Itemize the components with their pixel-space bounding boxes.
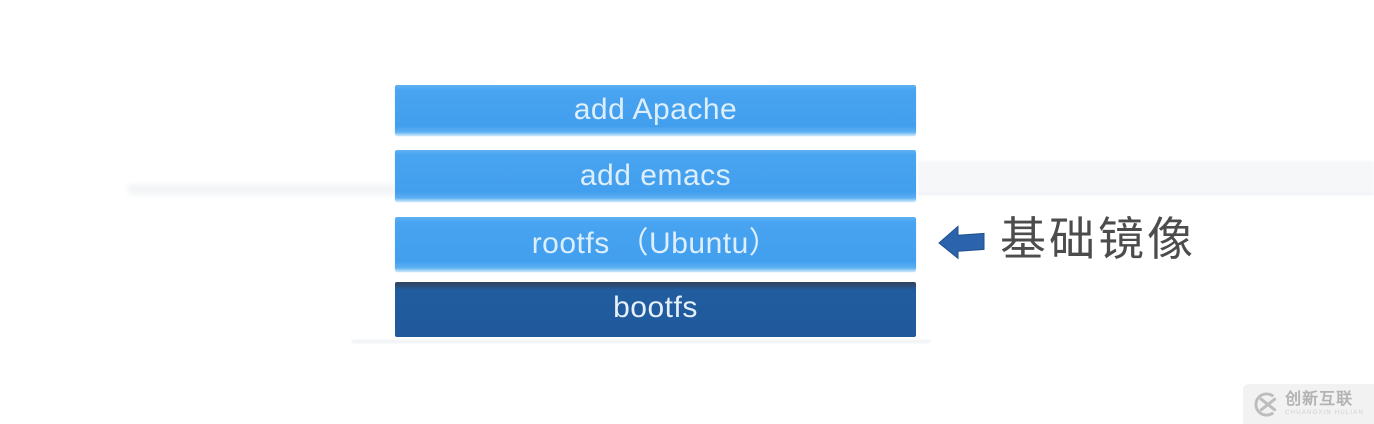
base-image-label: 基础镜像 (1000, 213, 1196, 265)
layer-rootfs-ubuntu: rootfs （Ubuntu） (395, 217, 916, 271)
watermark: 创新互联 CHUANGXIN HULIAN (1243, 384, 1374, 424)
cx-logo-icon (1253, 391, 1280, 418)
watermark-subtext: CHUANGXIN HULIAN (1285, 410, 1364, 416)
layer-bootfs: bootfs (395, 282, 916, 337)
watermark-brand: 创新互联 (1285, 391, 1354, 408)
faint-band-left (128, 184, 396, 195)
layer-add-emacs: add emacs (395, 150, 916, 201)
arrow-left-icon (938, 225, 986, 263)
layer-add-apache: add Apache (395, 85, 916, 135)
bootfs-shadow (352, 340, 930, 343)
faint-band-right (918, 161, 1374, 195)
watermark-text: 创新互联 CHUANGXIN HULIAN (1285, 391, 1364, 417)
base-image-annotation: 基础镜像 (938, 213, 1196, 265)
